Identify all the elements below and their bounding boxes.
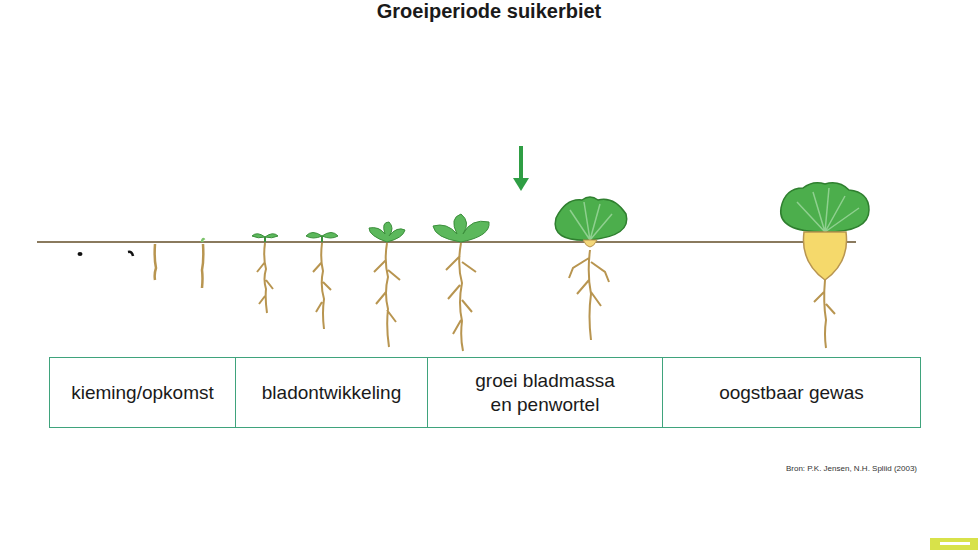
young-root xyxy=(155,244,204,288)
seed xyxy=(78,252,83,256)
stage-cell: oogstbaar gewas xyxy=(662,357,921,428)
seedling xyxy=(252,233,338,330)
young-plant xyxy=(369,214,489,351)
stage-label: bladontwikkeling xyxy=(262,381,401,405)
stage-cell: bladontwikkeling xyxy=(235,357,428,428)
mature-beet xyxy=(781,183,869,348)
stage-label: groei bladmassa en penwortel xyxy=(463,369,628,417)
diagram-title: Groeiperiode suikerbiet xyxy=(0,0,978,23)
leafy-plant xyxy=(555,197,627,340)
stage-cell: groei bladmassa en penwortel xyxy=(427,357,663,428)
ground-line xyxy=(37,241,856,243)
stage-label: kieming/opkomst xyxy=(71,381,214,405)
stage-cell: kieming/opkomst xyxy=(49,357,236,428)
logo-mark xyxy=(930,538,978,550)
marker-arrow xyxy=(513,146,529,191)
logo-mark xyxy=(940,542,970,545)
stage-label: oogstbaar gewas xyxy=(719,381,864,405)
source-note: Bron: P.K. Jensen, N.H. Spliid (2003) xyxy=(786,464,917,473)
seed xyxy=(128,252,133,256)
